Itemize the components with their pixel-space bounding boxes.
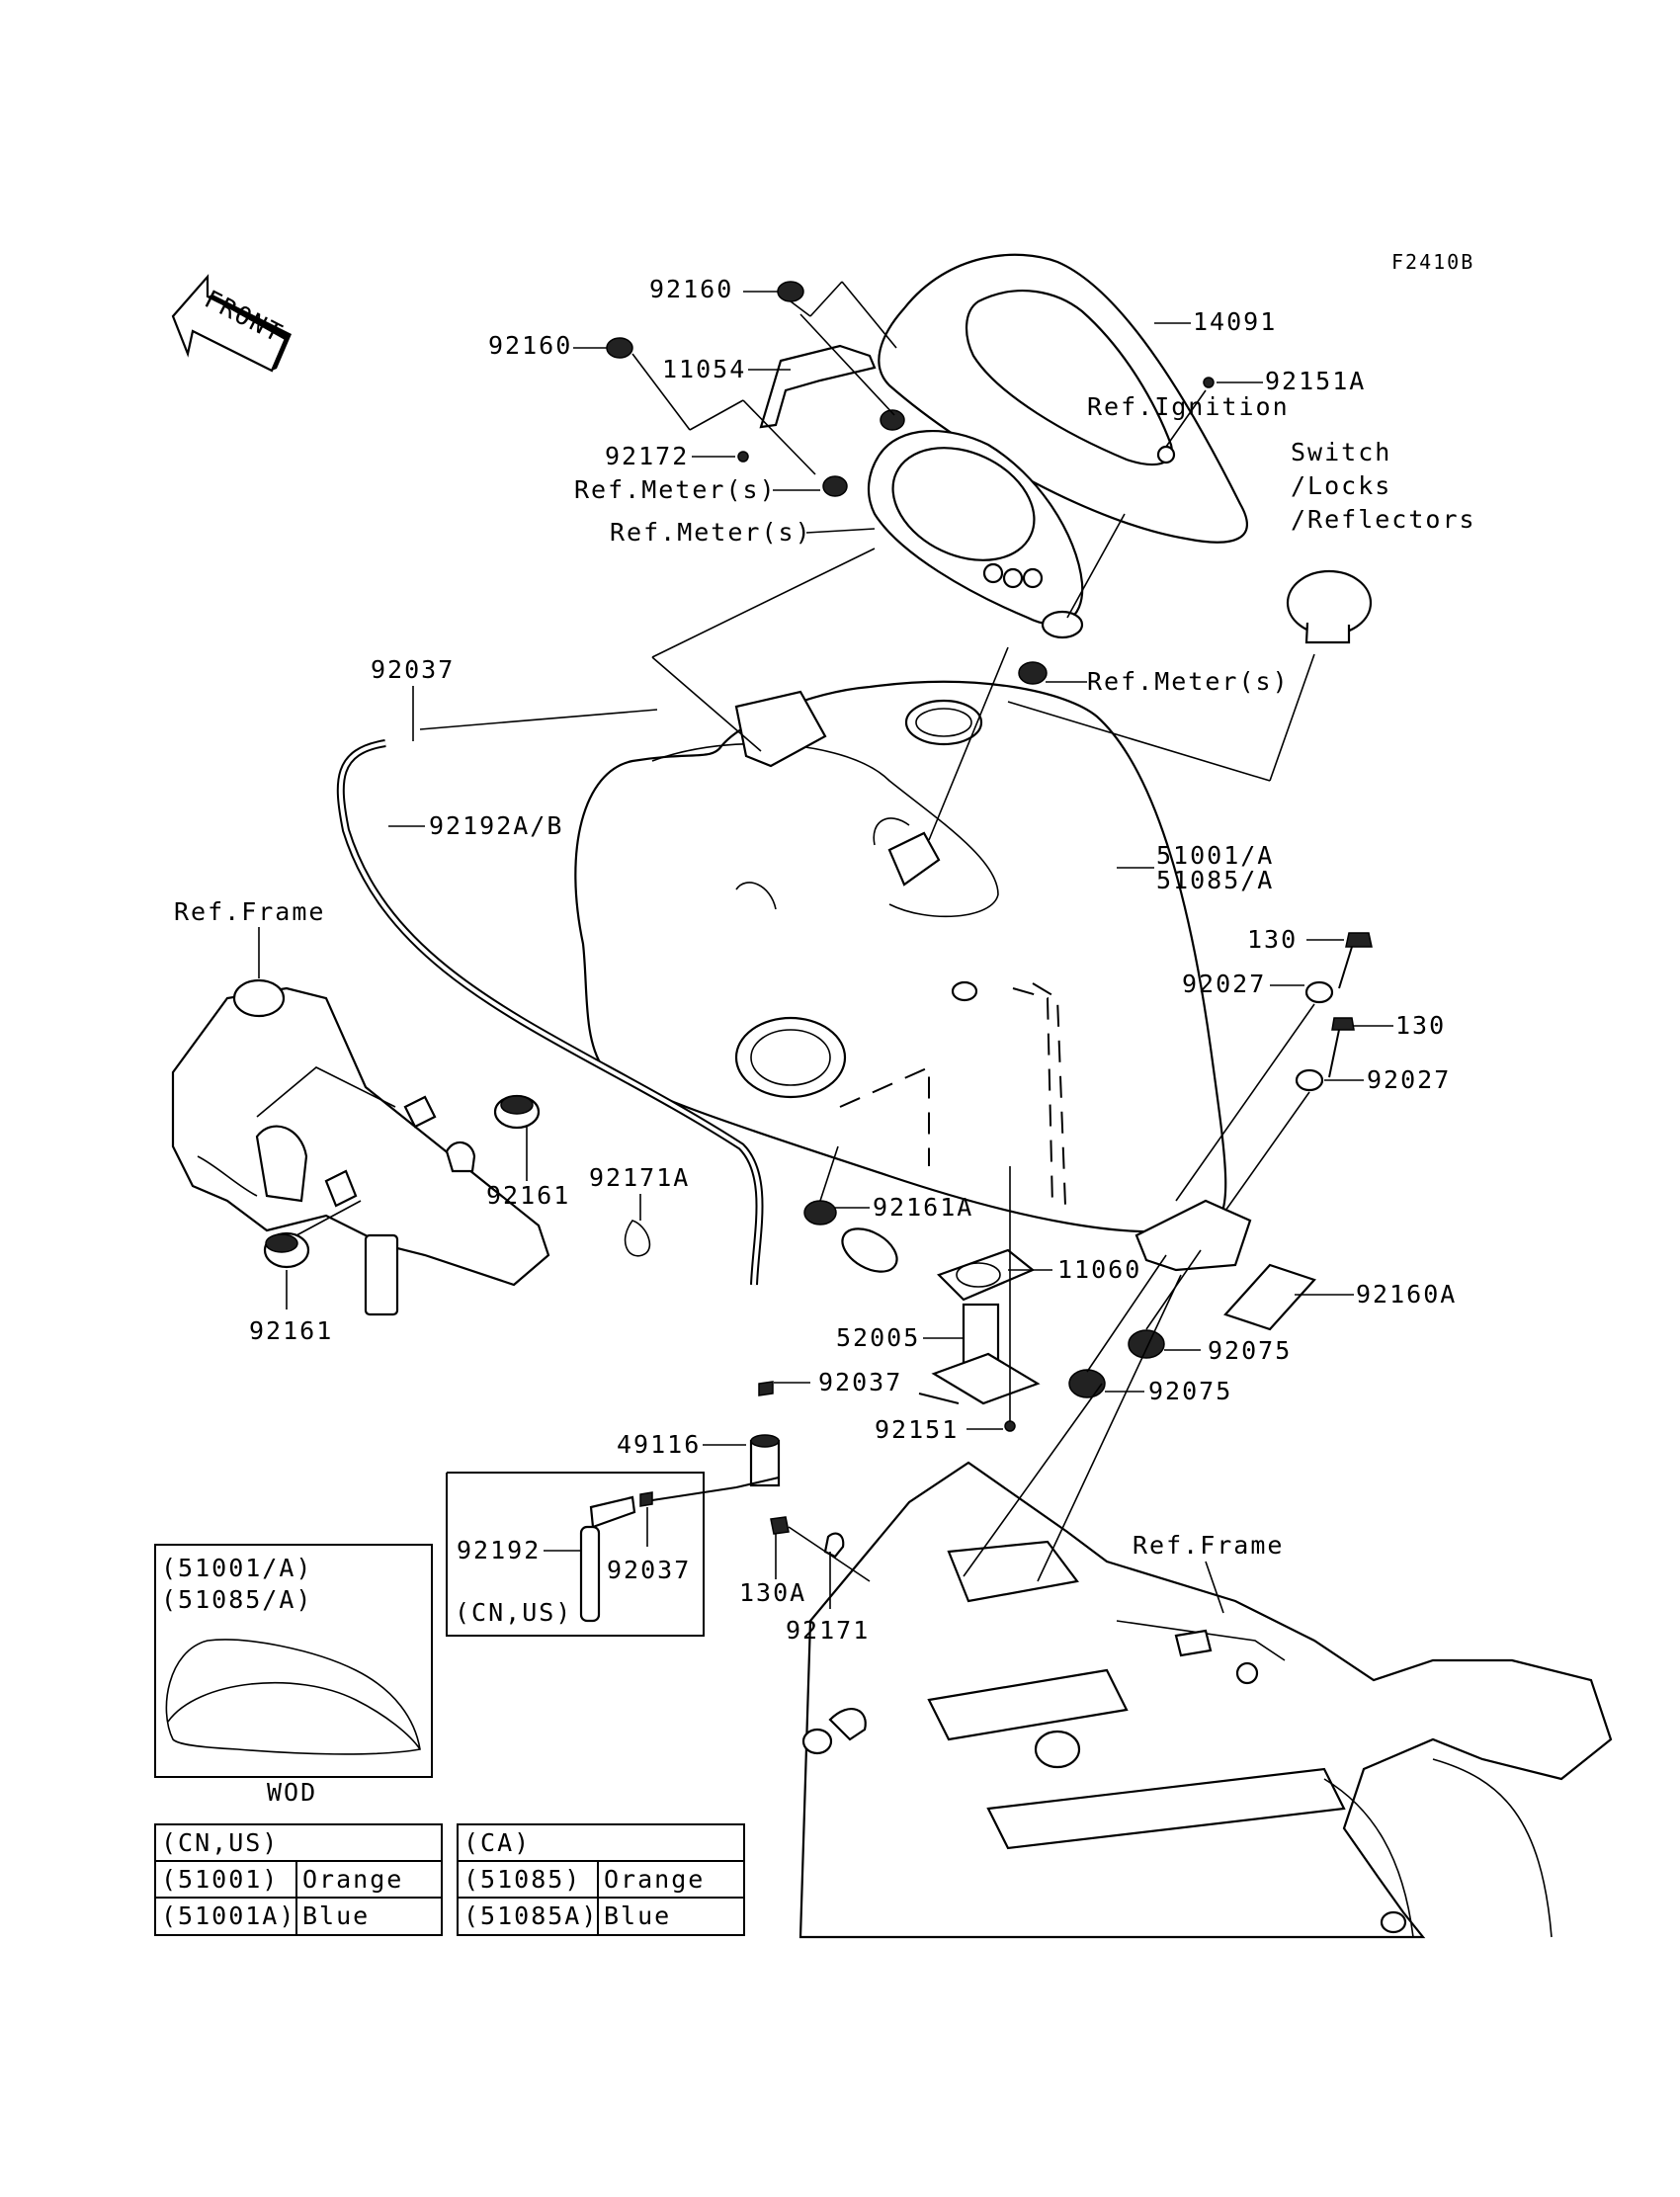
bracket-11054 (759, 344, 877, 429)
wod-box: (51001/A) (51085/A) WOD (154, 1544, 433, 1807)
label-92161A: 92161A (873, 1193, 973, 1222)
meter-assembly (867, 430, 1084, 639)
label-92160A: 92160A (1356, 1280, 1457, 1309)
label-92161-left: 92161 (249, 1316, 333, 1345)
label-92075-b: 92075 (1148, 1377, 1232, 1405)
pad-92160A (1223, 1263, 1316, 1331)
label-ref-ignition-2: Switch (1291, 438, 1391, 466)
fuel-tank (574, 680, 1227, 1233)
damper-rubbers (803, 1200, 1165, 1398)
table-ca-r2c1: (51085A) (463, 1901, 598, 1930)
table-cn-us-r2c2: Blue (302, 1901, 370, 1930)
label-ref-ignition-4: /Reflectors (1291, 505, 1476, 534)
label-92172: 92172 (605, 442, 689, 470)
table-cn-us-r1c2: Orange (302, 1865, 403, 1894)
inset-box-cn-us (446, 1472, 737, 1637)
label-130-a: 130 (1247, 925, 1298, 954)
bolt-130A (770, 1516, 845, 1559)
label-92037-top: 92037 (371, 655, 455, 684)
label-ref-meter-3: Ref.Meter(s) (1087, 667, 1290, 696)
table-ca-r2c2: Blue (604, 1901, 671, 1930)
label-92037-inset: 92037 (607, 1556, 691, 1584)
wod-line-1: (51001/A) (161, 1554, 312, 1582)
label-92160-left: 92160 (488, 331, 572, 360)
label-92192AB: 92192A/B (429, 811, 563, 840)
label-49116: 49116 (617, 1430, 701, 1459)
label-92171A: 92171A (589, 1163, 690, 1192)
frame-left (171, 978, 550, 1316)
label-92027-b: 92027 (1367, 1065, 1451, 1094)
fuel-hose (336, 739, 764, 1286)
front-arrow-icon: FRONT (171, 274, 292, 373)
color-table-ca: (CA) (51085) Orange (51085A) Blue (457, 1823, 745, 1936)
bolts-right (1295, 932, 1373, 1092)
table-ca-header: (CA) (463, 1828, 531, 1857)
label-52005: 52005 (836, 1323, 920, 1352)
label-ref-frame-right: Ref.Frame (1133, 1531, 1284, 1560)
label-51085A: 51085/A (1156, 866, 1274, 894)
ignition-switch-cap (1286, 569, 1373, 644)
label-130-b: 130 (1395, 1011, 1446, 1040)
label-11054: 11054 (662, 355, 746, 383)
label-ref-ignition-3: /Locks (1291, 471, 1391, 500)
color-table-cn-us: (CN,US) (51001) Orange (51001A) Blue (154, 1823, 443, 1936)
tank-mount-bracket (1134, 1199, 1252, 1272)
label-92151: 92151 (875, 1415, 959, 1444)
part-labels: 92160 92160 11054 14091 92151A 92172 Ref… (174, 275, 1476, 1645)
leader-lines (258, 281, 1393, 1614)
table-cn-us-r1c1: (51001) (161, 1865, 279, 1894)
label-cn-us-inset: (CN,US) (455, 1598, 572, 1627)
damper-92161 (263, 1094, 541, 1269)
table-cn-us-r2c1: (51001A) (161, 1901, 295, 1930)
meter-cover (878, 253, 1248, 544)
label-92151A: 92151A (1265, 367, 1366, 395)
label-92192: 92192 (457, 1536, 541, 1564)
label-11060: 11060 (1057, 1255, 1141, 1284)
label-92037-mid: 92037 (818, 1368, 902, 1396)
label-ref-meter-2: Ref.Meter(s) (610, 518, 812, 547)
table-cn-us-header: (CN,US) (161, 1828, 279, 1857)
label-130A: 130A (739, 1578, 806, 1607)
figure-code: F2410B (1391, 250, 1474, 274)
grommets (606, 281, 1215, 685)
label-92160-top: 92160 (649, 275, 733, 303)
label-14091: 14091 (1193, 307, 1277, 336)
table-ca-r1c2: Orange (604, 1865, 705, 1894)
label-51001A: 51001/A (1156, 841, 1274, 870)
label-ref-ignition-1: Ref.Ignition (1087, 392, 1290, 421)
label-ref-frame-left: Ref.Frame (174, 897, 325, 926)
label-92171: 92171 (786, 1616, 870, 1645)
fuel-filter (735, 1381, 781, 1488)
wod-caption: WOD (267, 1778, 317, 1807)
label-92027-a: 92027 (1182, 970, 1266, 998)
label-92075-a: 92075 (1208, 1336, 1292, 1365)
table-ca-r1c1: (51085) (463, 1865, 581, 1894)
label-92161-right: 92161 (486, 1181, 570, 1210)
label-ref-meter-1: Ref.Meter(s) (574, 475, 777, 504)
wod-line-2: (51085/A) (161, 1585, 312, 1614)
frame-right (798, 1461, 1613, 1939)
